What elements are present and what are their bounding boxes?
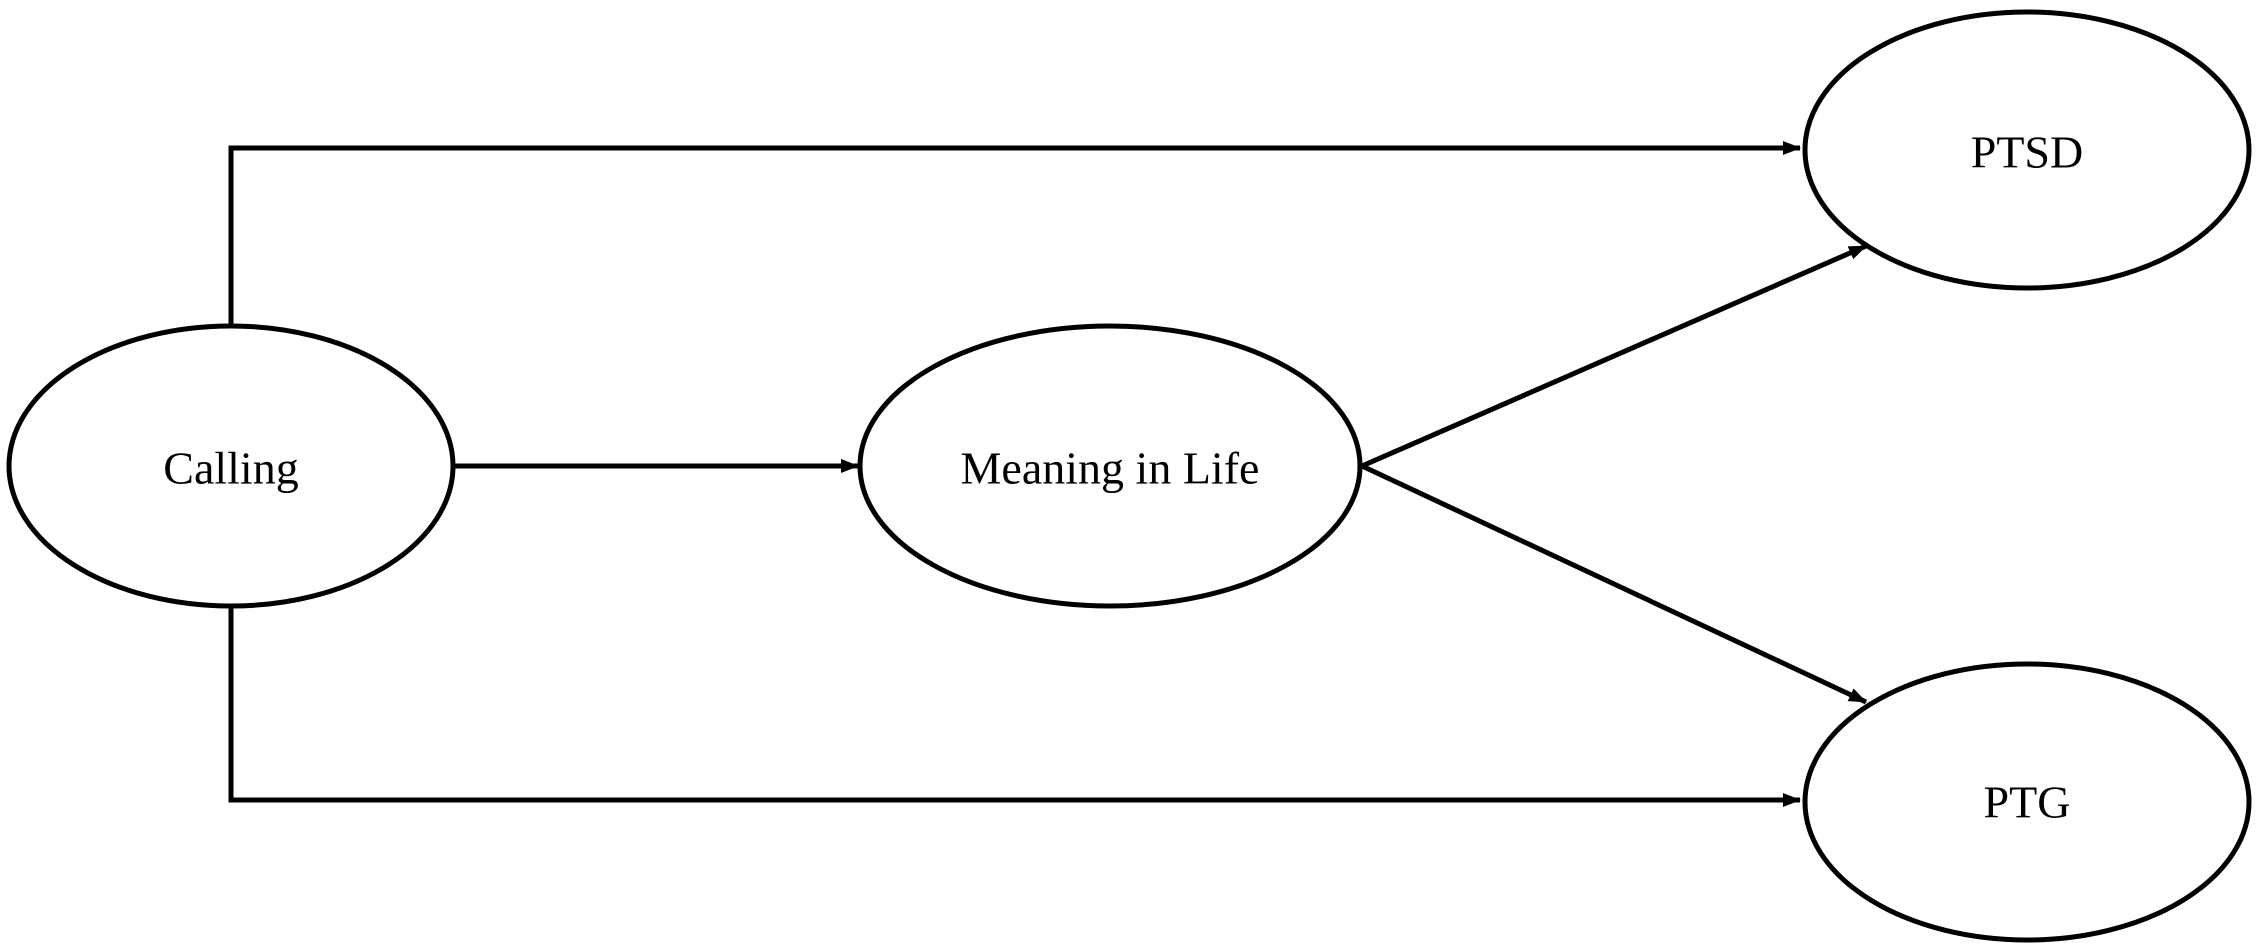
edge-meaning-to-ptg bbox=[1360, 463, 1868, 705]
edge-meaning-to-ptsd bbox=[1360, 243, 1868, 469]
node-meaning-in-life-ellipse bbox=[857, 323, 1363, 609]
node-meaning-in-life-label: Meaning in Life bbox=[961, 443, 1260, 494]
edge-calling-to-ptsd bbox=[228, 141, 1801, 325]
edges bbox=[228, 141, 1868, 807]
node-calling-ellipse bbox=[6, 323, 456, 609]
node-calling: Calling bbox=[6, 323, 456, 609]
node-ptsd-label: PTSD bbox=[1971, 127, 2083, 178]
node-ptsd: PTSD bbox=[1802, 9, 2252, 291]
node-calling-label: Calling bbox=[163, 443, 298, 494]
node-ptsd-ellipse bbox=[1802, 9, 2252, 291]
node-ptg: PTG bbox=[1802, 661, 2252, 943]
edge-calling-to-ptg bbox=[228, 608, 1801, 807]
node-ptg-ellipse bbox=[1802, 661, 2252, 943]
node-meaning-in-life: Meaning in Life bbox=[857, 323, 1363, 609]
node-ptg-label: PTG bbox=[1984, 777, 2071, 828]
